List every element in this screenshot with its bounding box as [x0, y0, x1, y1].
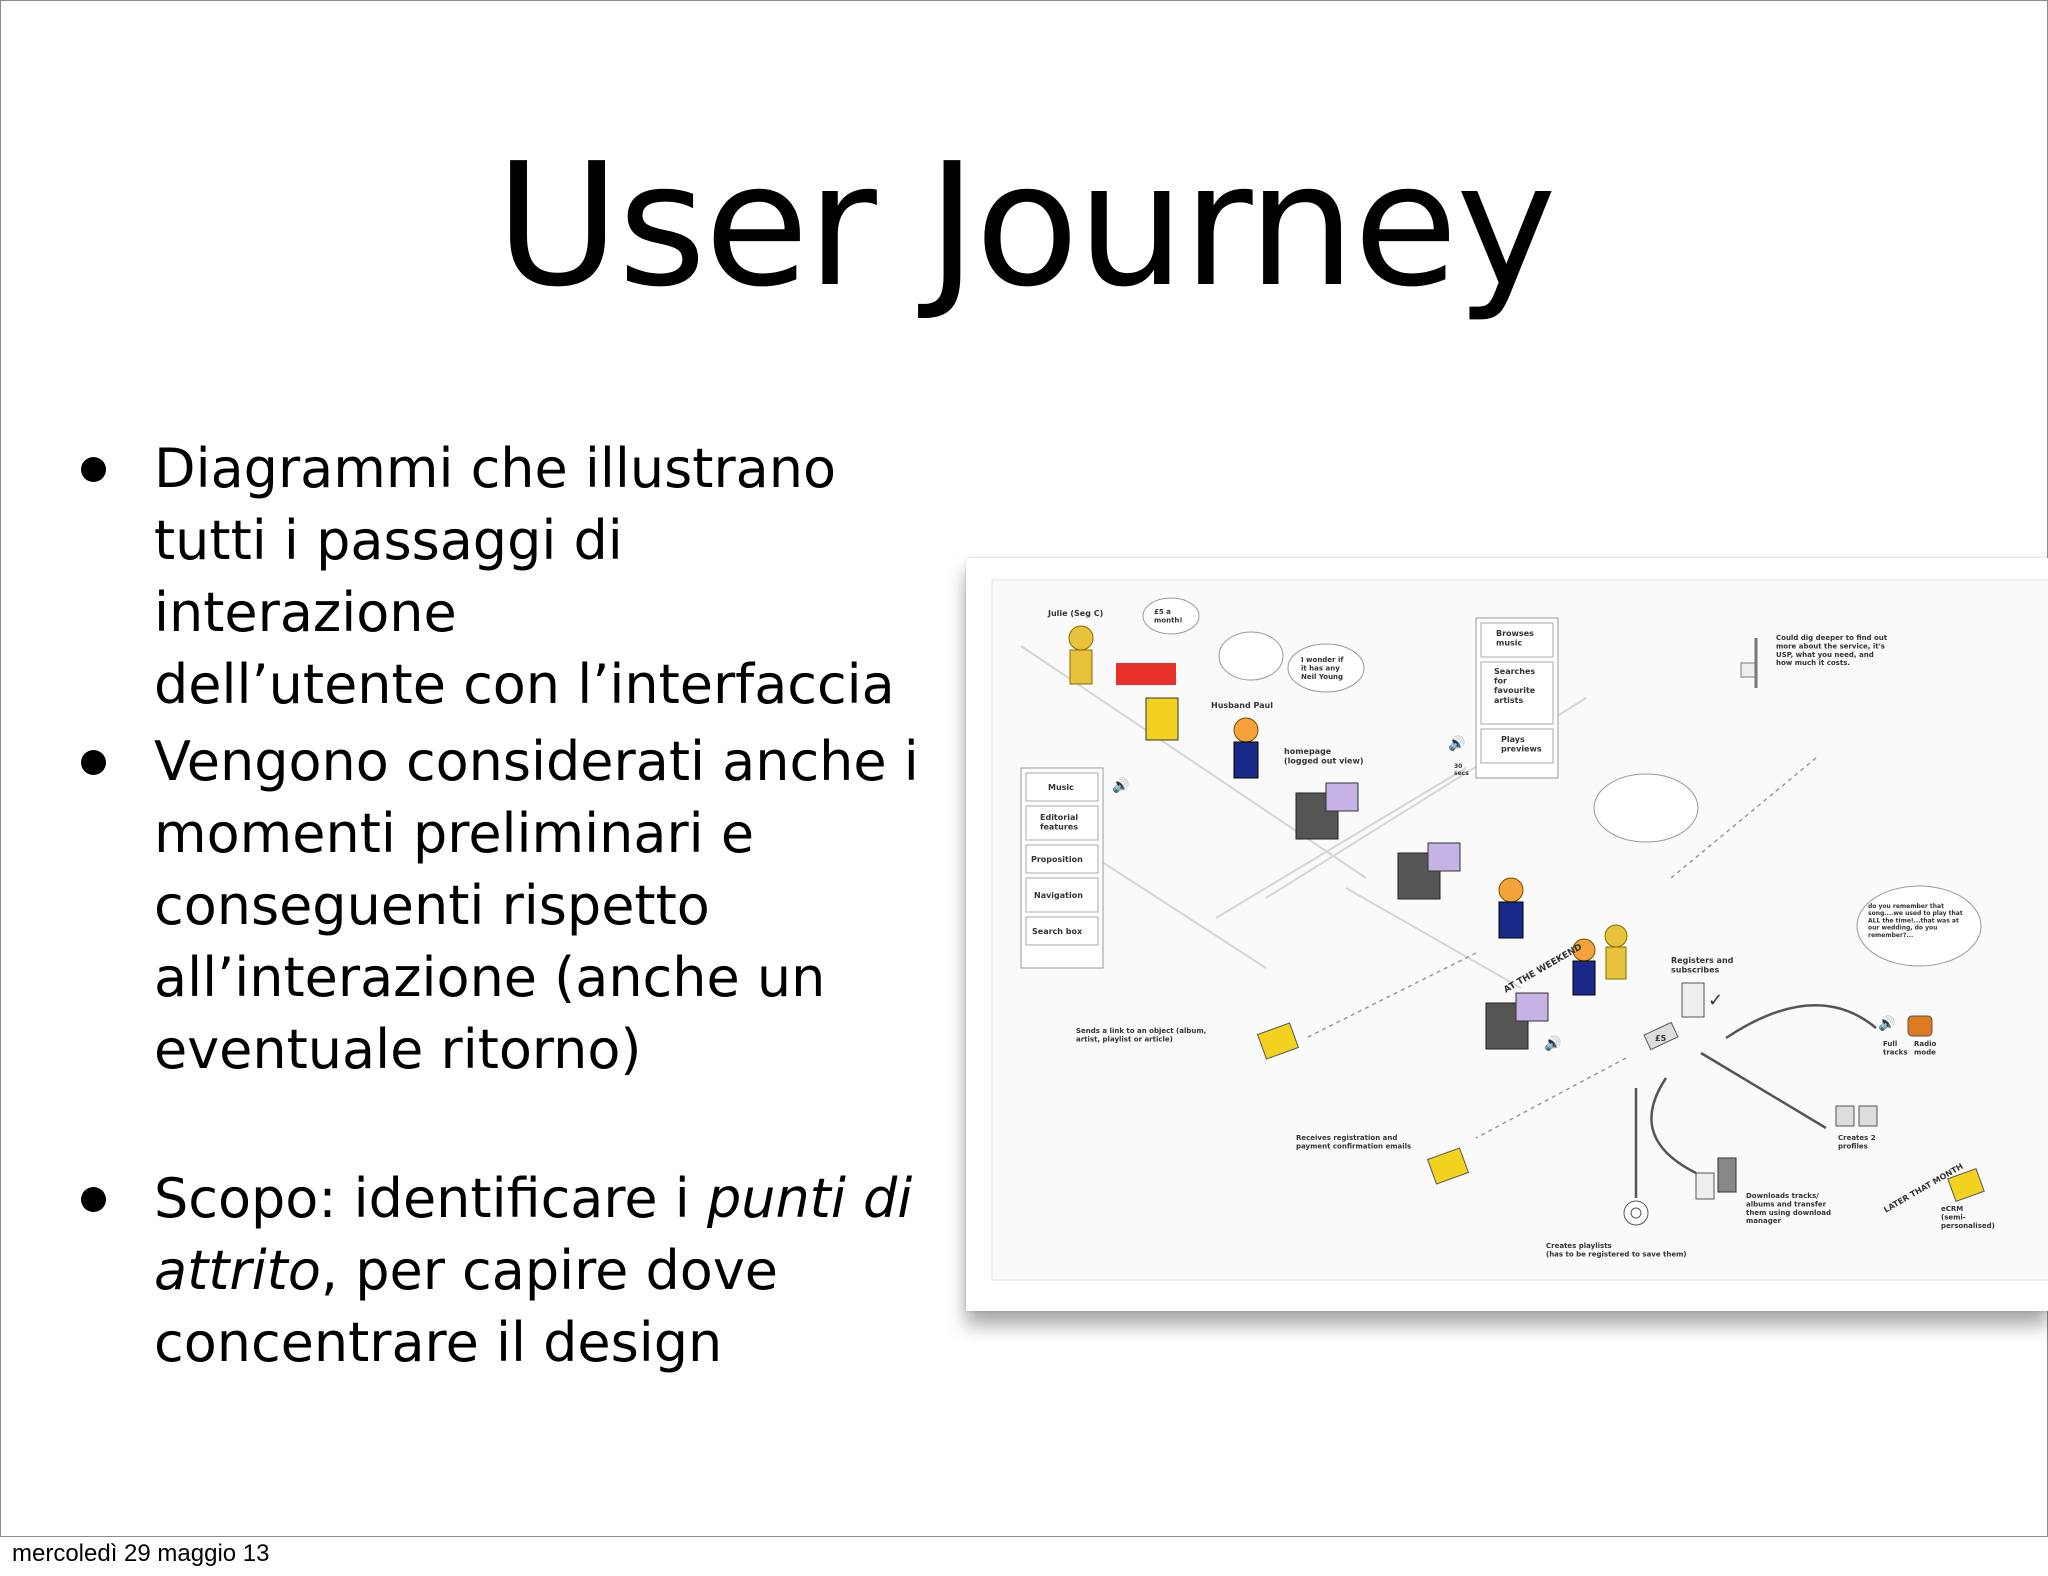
bullet-item: Diagrammi che illustrano tutti i passagg…	[81, 433, 941, 721]
computer-icon	[1397, 842, 1461, 900]
footer-date: mercoledì 29 maggio 13	[12, 1540, 270, 1567]
envelope-icon	[1256, 1022, 1300, 1060]
bullet-text: Diagrammi che illustrano tutti i passagg…	[154, 437, 895, 716]
price-tag-icon: £5	[1643, 1021, 1679, 1051]
devices-icon	[1695, 1157, 1737, 1200]
playlists-icon	[1623, 1200, 1649, 1226]
thought-bubble-price	[1142, 597, 1200, 635]
bullet-text-suffix: , per capire dove concentrare il design	[154, 1239, 779, 1374]
computer-icon	[1295, 782, 1359, 840]
bullet-dot-icon	[81, 1187, 106, 1212]
registration-form-icon: ✓	[1681, 982, 1723, 1018]
menu-music: Music	[1048, 783, 1074, 792]
persona-julie-icon	[1068, 625, 1179, 741]
computer-icon	[1485, 992, 1549, 1050]
label-sends-link: Sends a link to an object (album,artist,…	[1076, 1027, 1206, 1043]
label-julie: Julie (Seg C)	[1047, 609, 1103, 618]
signpost-icon	[1740, 638, 1758, 688]
thought-bubble-money	[1218, 631, 1284, 681]
thought-bubble-payment	[1593, 773, 1699, 843]
menu-search-box: Search box	[1032, 927, 1083, 936]
label-creates-playlists: Creates playlists(has to be registered t…	[1546, 1242, 1687, 1258]
thought-bubble-wonder	[1287, 643, 1365, 693]
bullet-item: Vengono considerati anche i momenti prel…	[81, 726, 941, 1086]
bullet-item: Scopo: identificare i punti di attrito, …	[81, 1163, 941, 1379]
radio-icon	[1907, 1015, 1933, 1037]
envelope-icon	[1426, 1147, 1470, 1185]
menu-navigation: Navigation	[1034, 891, 1083, 900]
label-homepage: homepage(logged out view)	[1284, 747, 1364, 766]
diagram-arrows	[1634, 1004, 1877, 1198]
persona-group-weekend-icon	[1498, 877, 1628, 996]
envelope-icon	[1947, 1167, 1985, 1203]
speaker-icon: 🔊	[1544, 1034, 1561, 1052]
bullet-dot-icon	[81, 457, 106, 482]
bullet-dot-icon	[81, 750, 106, 775]
bullet-text-emphasis: punti di attrito	[154, 1167, 913, 1302]
speaker-icon: 🔊	[1112, 776, 1129, 794]
slide-title: User Journey	[495, 127, 1556, 325]
persona-paul-icon	[1233, 717, 1259, 779]
bullet-text: Vengono considerati anche i momenti prel…	[154, 730, 919, 1081]
speaker-icon: 🔊	[1448, 734, 1465, 752]
red-card-icon	[1116, 663, 1176, 685]
label-paul: Husband Paul	[1211, 701, 1273, 710]
bullet-text: Scopo: identificare i punti di attrito, …	[154, 1163, 941, 1379]
slide: User Journey Diagrammi che illustrano tu…	[0, 0, 2048, 1537]
yellow-device-icon	[1145, 697, 1179, 741]
bullet-text-prefix: Scopo: identificare i	[154, 1167, 707, 1230]
speaker-icon: 🔊	[1878, 1014, 1895, 1032]
thought-bubble-remember	[1856, 885, 1982, 967]
menu-proposition: Proposition	[1031, 855, 1083, 864]
label-ecrm: eCRM(semi-personalised)	[1941, 1205, 1995, 1230]
checkmark-icon: ✓	[1708, 990, 1723, 1011]
label-price-tag: £5	[1655, 1034, 1667, 1043]
profiles-icon	[1835, 1105, 1878, 1127]
